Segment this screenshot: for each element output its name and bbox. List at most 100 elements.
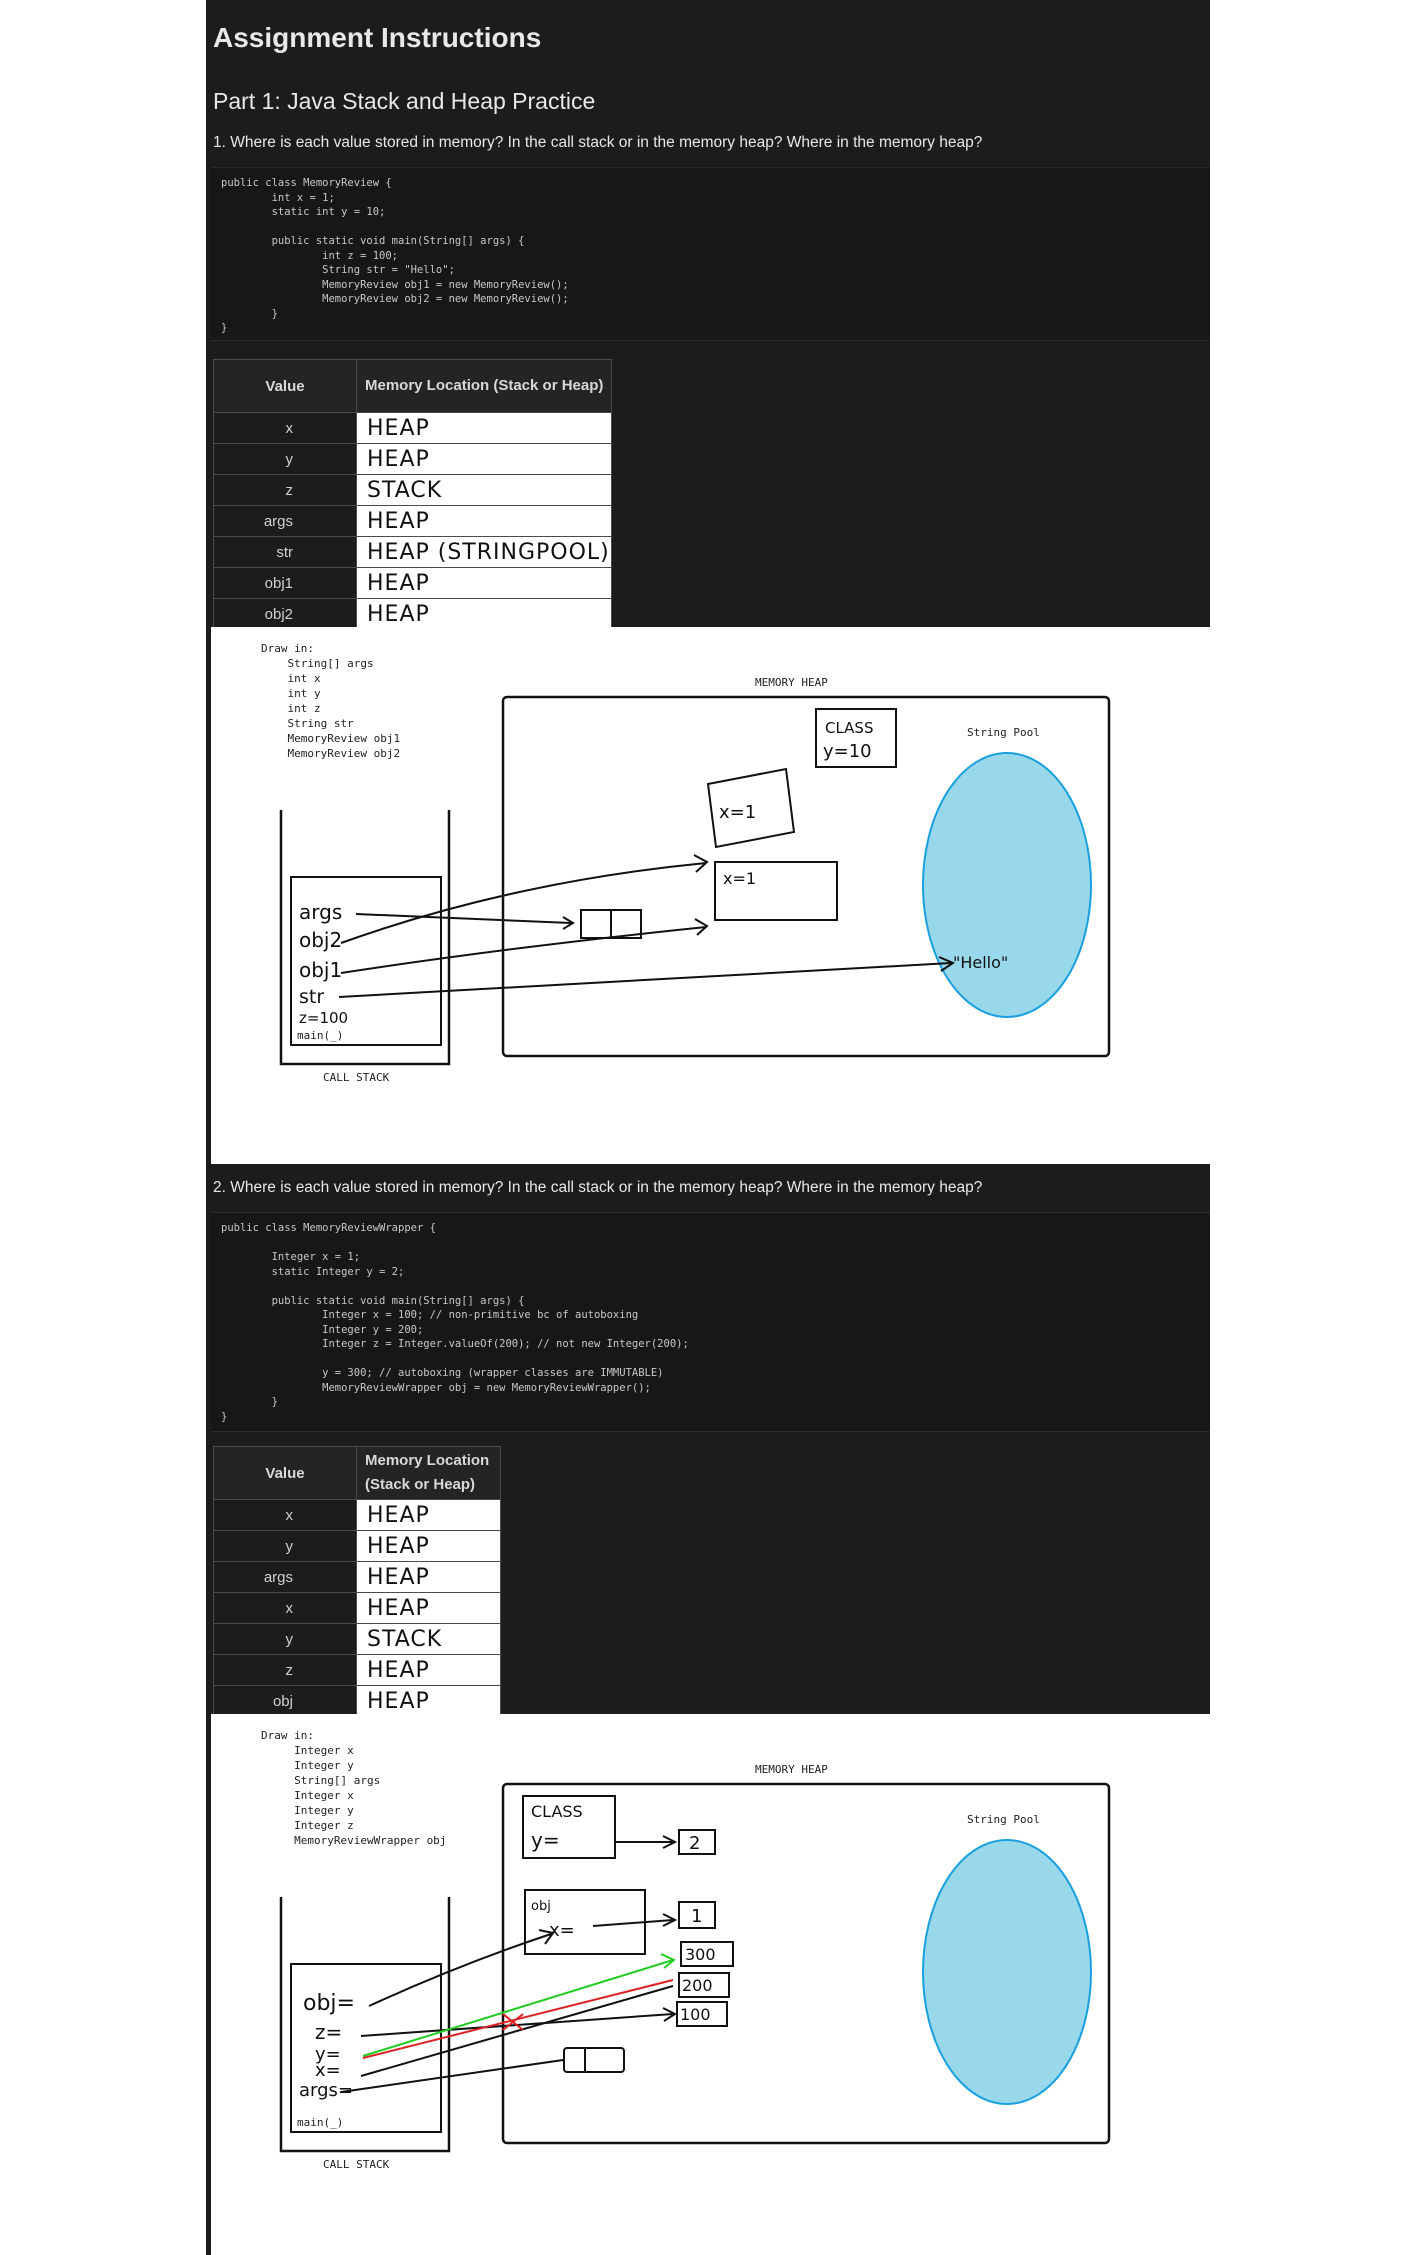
value-box-300: [680, 1941, 734, 1967]
main-frame-box: [290, 1963, 442, 2133]
value-box-1: [678, 1901, 716, 1929]
row-value: obj2: [213, 598, 357, 630]
call-stack-container: [279, 810, 451, 1066]
heap-stack-diagram-1: CLASS y=10 x=1 x=1 args obj2 obj1 str z=…: [279, 695, 1111, 1066]
value-300: 300: [685, 1945, 716, 1964]
drawing-panel-2: Draw in: Integer x Integer y String[] ar…: [211, 1714, 1210, 2255]
class-box: [815, 708, 897, 768]
class-box: [522, 1795, 616, 1859]
string-pool-label-2: String Pool: [967, 1813, 1040, 1826]
memory-heap-box: [501, 1782, 1111, 2145]
arrow-obj-x: [592, 1919, 674, 1927]
string-pool-label-1: String Pool: [967, 726, 1040, 739]
arrow-args: [355, 913, 572, 924]
value-box-200: [678, 1972, 730, 1998]
table-1-header-value: Value: [213, 359, 357, 413]
main-frame-box: [290, 876, 442, 1046]
heap-stack-diagram-2: CLASS y= obj x= 2 1 300 200 100 obj= z= …: [279, 1782, 1111, 2153]
stack-var-obj2: obj2: [299, 928, 342, 952]
stack-var-args: args: [299, 900, 342, 924]
string-pool-ellipse: [922, 1839, 1092, 2105]
row-location: HEAP: [356, 598, 612, 630]
call-stack-container: [279, 1897, 451, 2153]
value-1: 1: [691, 1906, 702, 1927]
row-location: HEAP: [356, 567, 612, 599]
stack-var-z: z=: [315, 2020, 342, 2044]
row-value: obj1: [213, 567, 357, 599]
row-value: args: [213, 505, 357, 537]
row-location: HEAP: [356, 1654, 501, 1686]
frame-label-1: main(_): [297, 1029, 344, 1042]
args-array-box: [563, 2047, 625, 2073]
string-pool-ellipse: [922, 752, 1092, 1018]
call-stack-label-1: CALL STACK: [323, 1071, 390, 1084]
part-title: Part 1: Java Stack and Heap Practice: [213, 88, 596, 114]
arrow-str: [338, 962, 952, 998]
row-value: y: [213, 1623, 357, 1655]
row-location: HEAP: [356, 1530, 501, 1562]
arrow-obj1: [340, 926, 707, 974]
table-2-header-value: Value: [213, 1446, 357, 1500]
pool-value-hello: "Hello": [953, 953, 1008, 972]
row-value: x: [213, 1592, 357, 1624]
value-100: 100: [680, 2005, 711, 2024]
value-box-2: [678, 1829, 716, 1855]
object-box-field: x=: [549, 1920, 575, 1941]
question-1: 1. Where is each value stored in memory?…: [213, 134, 983, 151]
row-value: z: [213, 1654, 357, 1686]
row-location: STACK: [356, 474, 612, 506]
class-box-title: CLASS: [825, 719, 873, 737]
class-box-field: y=: [531, 1828, 560, 1852]
table-2-header-location: Memory Location (Stack or Heap): [356, 1446, 501, 1500]
memory-heap-box: [501, 695, 1111, 1058]
object-box-2-field: x=1: [723, 869, 756, 888]
table-1-header-location: Memory Location (Stack or Heap): [356, 359, 612, 413]
arrow-y-new: [362, 1959, 674, 2057]
arrow-args: [340, 2059, 564, 2093]
page-title: Assignment Instructions: [213, 22, 542, 53]
class-box-title: CLASS: [531, 1802, 583, 1821]
question-2: 2. Where is each value stored in memory?…: [213, 1179, 983, 1196]
row-location: STACK: [356, 1623, 501, 1655]
row-location: HEAP: [356, 1499, 501, 1531]
drawing-panel-1: Draw in: String[] args int x int y int z…: [211, 627, 1210, 1164]
arrow-x: [360, 1985, 674, 2077]
row-location: HEAP (STRINGPOOL): [356, 536, 612, 568]
stack-var-z: z=100: [299, 1009, 348, 1027]
stack-var-args: args=: [299, 2080, 353, 2101]
class-box-field: y=10: [823, 741, 872, 762]
row-value: args: [213, 1561, 357, 1593]
code-block-2-text: public class MemoryReviewWrapper { Integ…: [221, 1222, 689, 1423]
row-location: HEAP: [356, 443, 612, 475]
row-value: y: [213, 443, 357, 475]
object-box-1: [706, 767, 796, 849]
code-block-1-text: public class MemoryReview { int x = 1; s…: [221, 177, 569, 334]
value-2: 2: [689, 1833, 700, 1854]
value-200: 200: [682, 1976, 713, 1995]
reference-arrows: [340, 1835, 678, 2093]
code-block-2: public class MemoryReviewWrapper { Integ…: [211, 1212, 1210, 1432]
stack-var-str: str: [299, 986, 324, 1008]
stack-var-y: y=: [315, 2044, 341, 2065]
row-value: x: [213, 1499, 357, 1531]
code-block-1: public class MemoryReview { int x = 1; s…: [211, 167, 1210, 341]
object-box-title: obj: [531, 1899, 551, 1914]
cross-mark: [502, 2013, 524, 2031]
reference-arrows: [338, 854, 956, 998]
row-location: HEAP: [356, 1592, 501, 1624]
stack-var-obj: obj=: [303, 1991, 355, 2016]
